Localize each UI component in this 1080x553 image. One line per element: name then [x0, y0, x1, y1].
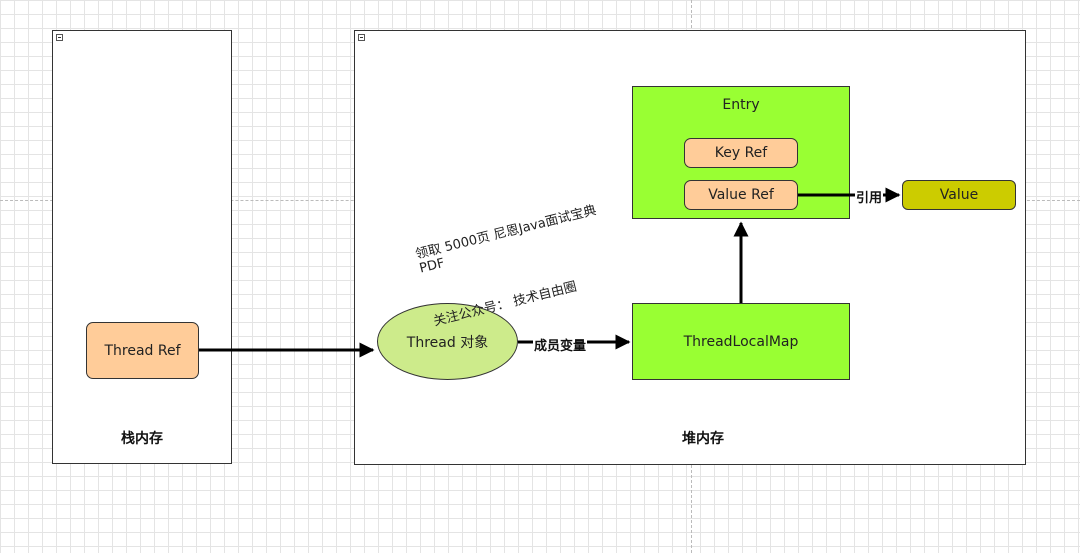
entry-label: Entry	[722, 97, 760, 113]
thread-local-map-node[interactable]: ThreadLocalMap	[632, 303, 850, 380]
key-ref-node[interactable]: Key Ref	[684, 138, 798, 168]
reference-edge-label: 引用	[855, 187, 884, 206]
key-ref-label: Key Ref	[714, 145, 768, 161]
value-ref-label: Value Ref	[708, 187, 774, 203]
stack-memory-label: 栈内存	[121, 431, 163, 447]
value-label: Value	[939, 187, 979, 203]
thread-local-map-label: ThreadLocalMap	[683, 333, 799, 350]
thread-object-label: Thread 对象	[406, 334, 489, 351]
thread-ref-label: Thread Ref	[104, 342, 181, 359]
value-ref-node[interactable]: Value Ref	[684, 180, 798, 210]
heap-memory-label: 堆内存	[682, 431, 724, 447]
value-node[interactable]: Value	[902, 180, 1016, 210]
thread-object-node[interactable]: Thread 对象	[377, 303, 518, 380]
stack-memory-container[interactable]: 栈内存	[52, 30, 232, 464]
thread-ref-node[interactable]: Thread Ref	[86, 322, 199, 379]
collapse-icon[interactable]	[358, 34, 365, 41]
member-variable-edge-label: 成员变量	[533, 335, 588, 354]
collapse-icon[interactable]	[56, 34, 63, 41]
